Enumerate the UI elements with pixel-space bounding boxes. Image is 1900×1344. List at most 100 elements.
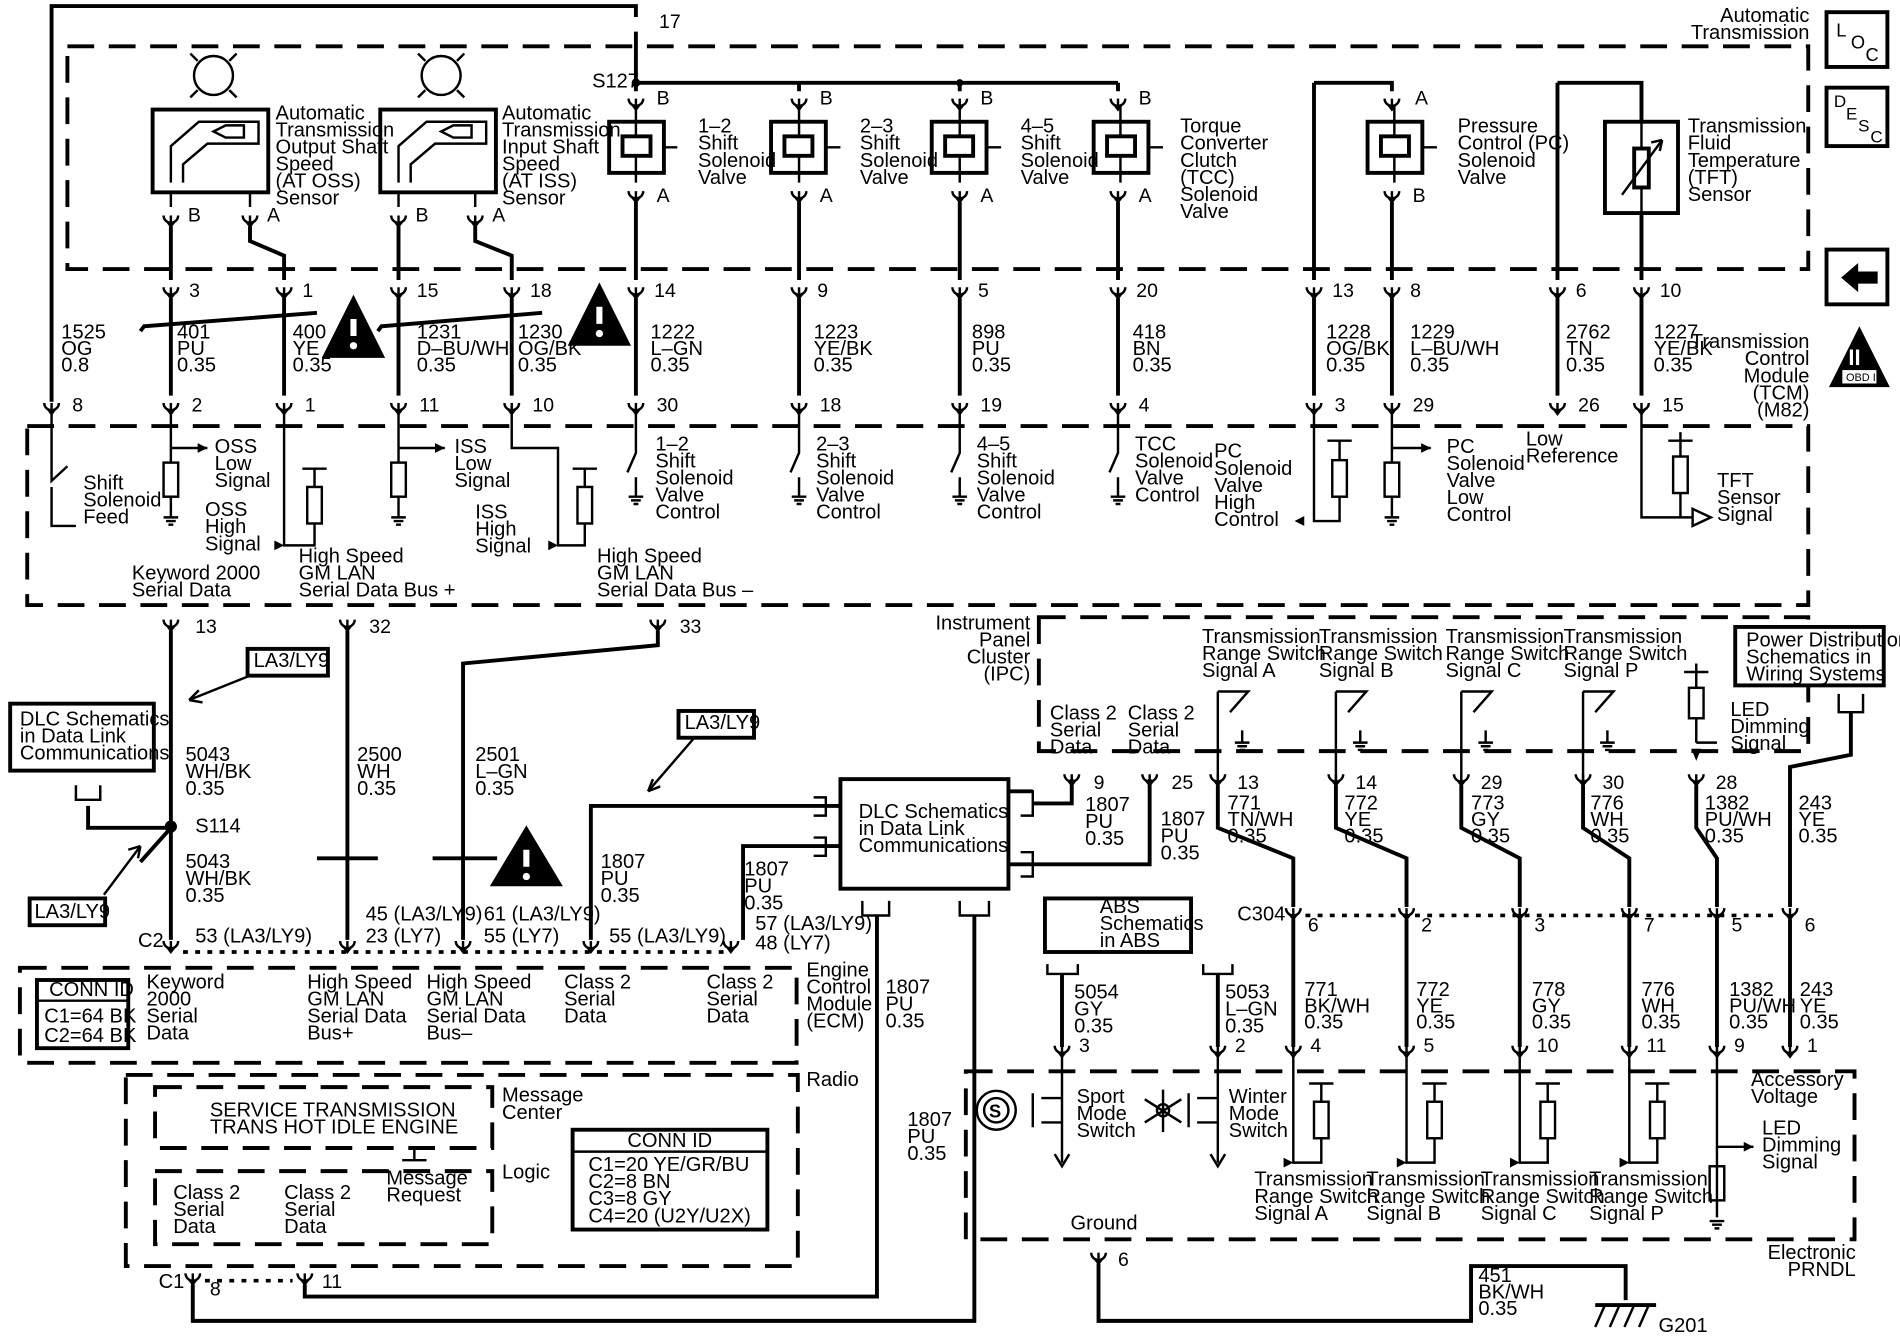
w5054-label: 0.35: [1074, 1015, 1113, 1037]
ground-g201-icon: [1594, 1303, 1657, 1328]
wire-label: 400: [293, 321, 327, 343]
iss-sensor-label: Sensor: [502, 188, 566, 210]
winter-label: Switch: [1229, 1120, 1288, 1142]
pin-b: B: [820, 88, 833, 110]
ecm-hsp-label: Bus+: [307, 1023, 353, 1045]
tft-sig-label: TFT: [1717, 470, 1754, 492]
radio-c2b-label: Data: [284, 1216, 327, 1238]
ecm-c2a-label: Data: [564, 1006, 607, 1028]
obd-button[interactable]: II OBD II: [1828, 326, 1890, 388]
prndl-led-label: Dimming: [1762, 1135, 1841, 1157]
wire-label: 0.35: [417, 354, 456, 376]
wire-label: OG/BK: [1326, 338, 1390, 360]
sport-label: Mode: [1077, 1103, 1127, 1125]
trans-pin: 10: [1660, 280, 1682, 302]
kw2000-label: Serial Data: [132, 580, 232, 602]
la3-label: LA3/LY9: [685, 712, 761, 734]
prndl-pin: 1: [1807, 1035, 1818, 1057]
w5054-label: GY: [1074, 998, 1103, 1020]
ipc-conn-pin: 13: [1237, 772, 1259, 794]
loc-button[interactable]: L O C: [1824, 10, 1890, 69]
prndl-internals: S: [975, 1056, 1754, 1230]
acc-label: Voltage: [1751, 1086, 1818, 1108]
loc-l: L: [1836, 20, 1846, 41]
tft-label: Transmission: [1688, 116, 1807, 138]
pc-high-label: High: [1214, 492, 1255, 514]
ipc-label: (IPC): [984, 664, 1031, 686]
sol45-label: 4–5: [1021, 116, 1054, 138]
tcm-pin: 3: [1335, 394, 1346, 416]
ctltcc-label: TCC: [1135, 433, 1176, 455]
ipc-label: Cluster: [967, 646, 1031, 668]
w1807b-label: 1807: [744, 858, 789, 880]
w1807b-label: PU: [744, 875, 772, 897]
winter-label: Winter: [1229, 1086, 1287, 1108]
abs-box: [1043, 896, 1193, 954]
wire-label: D–BU/WH: [417, 338, 510, 360]
ecm-hsm-label: Serial Data: [427, 1006, 527, 1028]
oss-high-label: OSS: [205, 499, 247, 521]
ecm-c2b-label: Class 2: [707, 972, 774, 994]
dlc-left-label: in Data Link: [20, 726, 127, 748]
desc-e: E: [1846, 104, 1857, 123]
ecm-pin: 61 (LA3/LY9): [484, 903, 601, 925]
pc-high-label: Valve: [1214, 475, 1263, 497]
lower-wire: 772: [1416, 979, 1450, 1001]
tcm-pin: 4: [1139, 394, 1150, 416]
wire-label: 418: [1133, 321, 1167, 343]
ecm-c2a-label: Class 2: [564, 972, 631, 994]
radio-c2a-label: Serial: [173, 1199, 224, 1221]
pc-label: Valve: [1458, 167, 1507, 189]
pin-a: A: [820, 185, 833, 207]
trans-pin: 13: [1332, 280, 1354, 302]
pin-a: A: [657, 185, 670, 207]
sol45-label: Solenoid: [1021, 150, 1099, 172]
tcc-label: Converter: [1180, 133, 1268, 155]
ctl45-label: Valve: [977, 485, 1026, 507]
tcm-label: Transmission: [1691, 331, 1810, 353]
prndl-led-label: LED: [1762, 1118, 1801, 1140]
radio-pin: 11: [322, 1271, 342, 1293]
hs-minus-label: Serial Data Bus –: [597, 580, 754, 602]
lower-wire: YE: [1416, 995, 1443, 1017]
wire-label: 0.35: [1133, 354, 1172, 376]
prndl-trs-p: Transmission: [1589, 1169, 1708, 1191]
trans-pin: 1: [302, 280, 313, 302]
ground-label: Ground: [1071, 1213, 1138, 1235]
w2500-label: WH: [357, 761, 390, 783]
abs-label: in ABS: [1100, 930, 1160, 952]
power-dist-box: [1733, 625, 1886, 688]
desc-c: C: [1870, 127, 1882, 146]
s114-label: S114: [195, 816, 240, 838]
ecm-pin: 53 (LA3/LY9): [195, 925, 312, 947]
tcm-pin: 1: [305, 394, 316, 416]
ipc-led-label: Dimming: [1730, 716, 1809, 738]
ctl45-label: 4–5: [977, 433, 1011, 455]
sol12-label: Solenoid: [698, 150, 776, 172]
logic-box: [153, 1169, 495, 1247]
lower-wire: 771: [1304, 979, 1338, 1001]
oss-sensor-label: Automatic: [276, 102, 365, 124]
w1807d-label: 0.35: [907, 1143, 946, 1165]
wire-label: PU: [177, 338, 205, 360]
back-arrow-button[interactable]: [1824, 247, 1890, 307]
desc-button[interactable]: D E S C: [1824, 85, 1890, 149]
wire-label: 0.35: [1654, 354, 1693, 376]
tcm-pin: 8: [72, 394, 83, 416]
w451-label: 0.35: [1478, 1298, 1517, 1320]
svg-text:S: S: [989, 1101, 1001, 1122]
lower-wire: 0.35: [1416, 1012, 1455, 1034]
w1807e-label: PU: [1085, 811, 1113, 833]
tcm-pin: 30: [657, 394, 679, 416]
ecm-kw-label: Serial: [147, 1006, 198, 1028]
iss-high-label: Signal: [475, 536, 531, 558]
lower-wire: PU/WH: [1729, 995, 1796, 1017]
w451-label: BK/WH: [1478, 1281, 1544, 1303]
pin-b: B: [416, 205, 429, 227]
ipc-pin: 9: [1094, 772, 1105, 794]
w1807f-label: PU: [1161, 825, 1189, 847]
tft-label: Temperature: [1688, 150, 1801, 172]
oss-sensor-label: Output Shaft: [276, 136, 389, 158]
ecm-label: (ECM): [806, 1010, 864, 1032]
kw2000-label: Keyword 2000: [132, 562, 260, 584]
